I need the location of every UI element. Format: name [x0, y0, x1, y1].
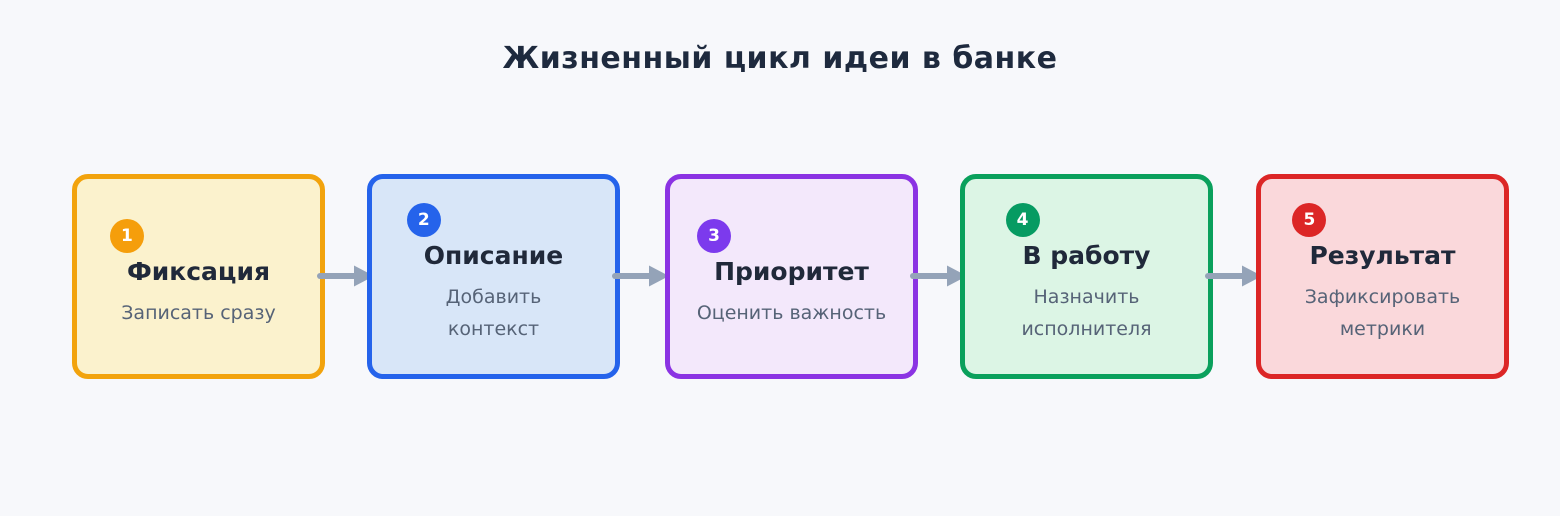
arrow-right-icon: [317, 265, 374, 287]
step-card-fiksaciya: 1 Фиксация Записать сразу: [72, 174, 325, 379]
step-head: 3 Приоритет: [697, 218, 869, 286]
step-card-opisanie: 2 Описание Добавить контекст: [367, 174, 620, 379]
step-title: Описание: [423, 240, 564, 270]
step-subtitle: Назначить исполнителя: [1021, 285, 1152, 340]
arrow-head: [354, 265, 374, 287]
arrow-right-icon: [1205, 265, 1262, 287]
step-subtitle: Записать сразу: [121, 301, 276, 324]
step-number-badge: 2: [406, 202, 441, 237]
step-title: Результат: [1309, 240, 1456, 270]
step-card-v-rabotu: 4 В работу Назначить исполнителя: [960, 174, 1213, 379]
step-subtitle: Добавить контекст: [445, 285, 542, 340]
step-title: Фиксация: [126, 256, 271, 286]
arrow-head: [947, 265, 967, 287]
step-number-badge: 4: [1005, 202, 1040, 237]
diagram-title: Жизненный цикл идеи в банке: [502, 41, 1058, 76]
step-head: 4 В работу: [1005, 202, 1151, 270]
step-number-badge: 5: [1292, 202, 1327, 237]
step-subtitle: Зафиксировать метрики: [1304, 285, 1461, 340]
step-card-rezultat: 5 Результат Зафиксировать метрики: [1256, 174, 1509, 379]
arrow-right-icon: [612, 265, 669, 287]
step-head: 1 Фиксация: [109, 218, 271, 286]
step-card-prioritet: 3 Приоритет Оценить важность: [665, 174, 918, 379]
step-title: В работу: [1022, 240, 1151, 270]
step-title: Приоритет: [714, 256, 869, 286]
step-head: 2 Описание: [406, 202, 564, 270]
arrow-head: [1242, 265, 1262, 287]
step-subtitle: Оценить важность: [696, 301, 887, 324]
step-number-badge: 3: [697, 218, 732, 253]
step-number-badge: 1: [109, 218, 144, 253]
arrow-head: [649, 265, 669, 287]
arrow-right-icon: [910, 265, 967, 287]
step-head: 5 Результат: [1292, 202, 1456, 270]
